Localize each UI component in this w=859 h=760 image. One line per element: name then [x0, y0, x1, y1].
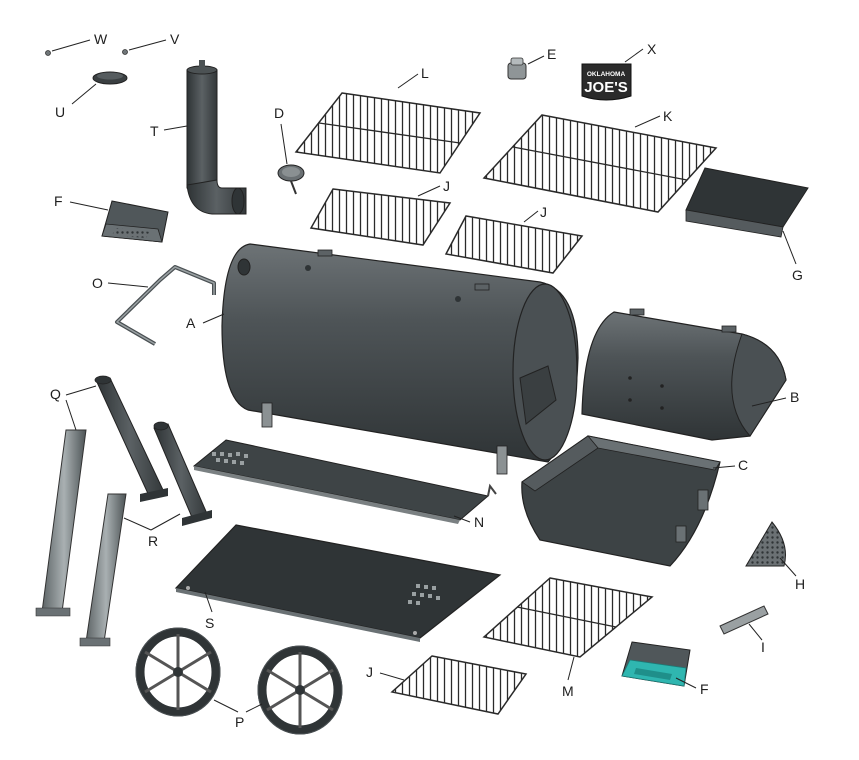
part-n-lower-shelf: [192, 439, 497, 524]
part-g-side-shelf: [685, 167, 809, 265]
part-o-handle: [107, 265, 216, 346]
label-p: P: [235, 714, 244, 730]
part-u-damper-disc: [71, 71, 128, 105]
part-h-mesh-screen: [745, 521, 797, 577]
part-q-leg-1: [94, 375, 168, 502]
label-w: W: [94, 31, 108, 47]
label-k: K: [663, 108, 673, 124]
label-j-3: J: [366, 664, 373, 680]
part-f-charcoal-grate-bottom: [621, 641, 697, 689]
part-j-grate-1: [309, 185, 452, 246]
label-v: V: [170, 31, 180, 47]
label-j-2: J: [540, 204, 547, 220]
part-d-thermometer: [277, 123, 305, 195]
part-f-charcoal-grate-top: [69, 200, 169, 243]
part-e-cap: [507, 55, 545, 80]
part-p-leader: [213, 699, 263, 713]
label-o: O: [92, 275, 103, 291]
part-a-main-chamber: [202, 243, 579, 475]
part-p-wheel-2: [257, 645, 343, 735]
label-r: R: [148, 533, 158, 549]
label-s: S: [205, 615, 214, 631]
label-n: N: [474, 514, 484, 530]
part-r-leg-2: [79, 493, 127, 647]
part-s-bottom-plate: [174, 524, 502, 642]
label-j-1: J: [443, 178, 450, 194]
label-g: G: [792, 267, 803, 283]
label-h: H: [795, 576, 805, 592]
label-q: Q: [50, 386, 61, 402]
label-d: D: [274, 105, 284, 121]
logo-main-text: JOE'S: [584, 79, 628, 96]
label-f-top: F: [54, 193, 63, 209]
part-q-leader: [65, 385, 97, 431]
part-r-leg-1: [153, 421, 212, 526]
label-u: U: [55, 104, 65, 120]
logo-top-text: OKLAHOMA: [587, 71, 626, 78]
part-l-cooking-grate: [294, 73, 482, 174]
part-k-cooking-grate: [482, 114, 718, 213]
part-w-knob: [45, 39, 91, 56]
part-m-cooking-grate: [482, 577, 654, 681]
part-v-knob: [122, 39, 167, 55]
label-a: A: [186, 315, 196, 331]
label-m: M: [562, 683, 574, 699]
label-b: B: [790, 389, 799, 405]
label-i: I: [761, 639, 765, 655]
part-c-firebox-bottom: [521, 435, 736, 567]
part-b-firebox-lid: [581, 308, 787, 441]
part-q-leg-2: [35, 429, 87, 617]
label-x: X: [647, 41, 657, 57]
label-t: T: [150, 123, 159, 139]
part-i-handle-bar: [719, 605, 769, 641]
part-t-smokestack: [163, 60, 247, 215]
label-e: E: [547, 46, 556, 62]
part-p-wheel-1: [135, 627, 221, 717]
label-l: L: [421, 65, 429, 81]
part-r-leader: [123, 513, 181, 531]
part-j-grate-2: [444, 210, 584, 274]
label-c: C: [738, 457, 748, 473]
part-x-logo-badge: OKLAHOMA JOE'S: [581, 48, 644, 101]
part-j-grate-3: [379, 655, 528, 715]
label-f-bottom: F: [700, 681, 709, 697]
